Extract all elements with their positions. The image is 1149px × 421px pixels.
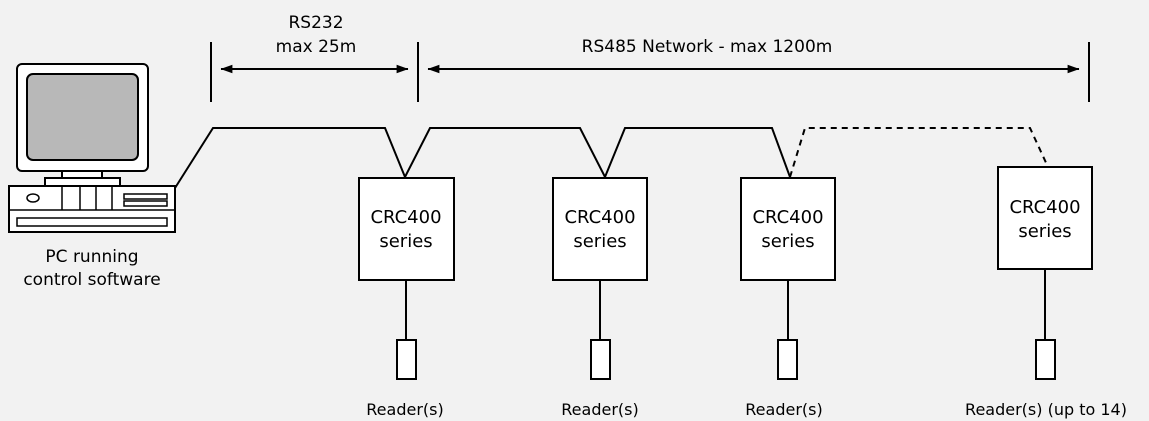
pc-label-line1: PC running [45,247,138,267]
controller-box [997,166,1093,270]
reader-label-1: Reader(s) [366,400,443,419]
monitor-screen [26,73,139,161]
drive-slot-1-icon [123,193,168,200]
controller-label-line1: CRC400 [752,207,823,228]
power-button-icon [26,193,40,203]
drive-slot-2-icon [123,200,168,207]
reader-1-icon [396,339,417,380]
rs232-label-line1: RS232 [288,13,343,33]
controller-2: CRC400 series [552,177,648,281]
network-cable-dashed [789,127,1049,178]
controller-3: CRC400 series [740,177,836,281]
pc-label-line2: control software [23,270,160,290]
rs485-label: RS485 Network - max 1200m [582,37,833,57]
controller-4: CRC400 series [997,166,1093,270]
reader-label-3: Reader(s) [745,400,822,419]
controller-box [552,177,648,281]
reader-label-4: Reader(s) (up to 14) [965,400,1127,419]
controller-label-line2: series [379,231,432,252]
rs232-label-line2: max 25m [276,37,357,57]
rs485-dimension: RS485 Network - max 1200m [427,37,1090,102]
monitor-neck [61,170,103,179]
pc-icon [8,63,176,233]
controller-box [740,177,836,281]
pc-case-base-panel [16,217,168,227]
monitor-foot [44,177,121,187]
controller-label-line2: series [573,231,626,252]
reader-2-icon [590,339,611,380]
controller-label-line2: series [761,231,814,252]
reader-label-2: Reader(s) [561,400,638,419]
rs232-dimension: RS232 max 25m [210,13,419,102]
controller-box [358,177,455,281]
reader-4-icon [1035,339,1056,380]
controller-label-line2: series [1018,221,1071,242]
controller-1: CRC400 series [358,177,455,281]
reader-3-icon [777,339,798,380]
controller-label-line1: CRC400 [370,207,441,228]
network-cable-solid [174,127,791,189]
controller-label-line1: CRC400 [564,207,635,228]
controller-label-line1: CRC400 [1009,197,1080,218]
